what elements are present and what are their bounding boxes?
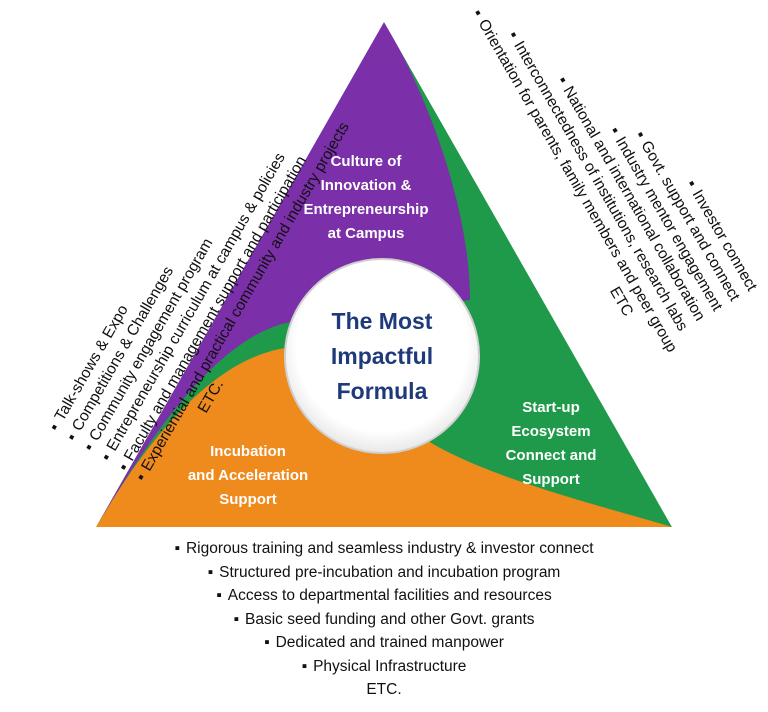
incubation-activities-list: Rigorous training and seamless industry …: [0, 537, 768, 702]
bottom-list-item: Access to departmental facilities and re…: [0, 584, 768, 608]
bottom-list-etc: ETC.: [366, 681, 402, 698]
bottom-list-item: Dedicated and trained manpower: [0, 631, 768, 655]
incubation-label-line-2: and Acceleration: [188, 467, 308, 484]
incubation-label-line-3: Support: [219, 491, 277, 508]
bottom-list-item: Structured pre-incubation and incubation…: [0, 561, 768, 585]
culture-label-line-1: Culture of: [331, 153, 403, 170]
bottom-list-item: Rigorous training and seamless industry …: [0, 537, 768, 561]
ecosystem-label-line-2: Ecosystem: [511, 423, 590, 440]
culture-label-line-4: at Campus: [328, 225, 405, 242]
center-title-line-1: The Most: [332, 308, 433, 334]
incubation-label-line-1: Incubation: [210, 443, 286, 460]
center-title-line-2: Impactful: [331, 343, 433, 369]
culture-segment: [96, 22, 470, 527]
center-circle: [284, 258, 480, 454]
bottom-list-item: Physical Infrastructure: [0, 655, 768, 679]
culture-label-line-2: Innovation &: [321, 177, 412, 194]
culture-label-line-3: Entrepreneurship: [303, 201, 428, 218]
ecosystem-label-line-1: Start-up: [522, 399, 580, 416]
ecosystem-label-line-4: Support: [522, 471, 580, 488]
bottom-list-item: Basic seed funding and other Govt. grant…: [0, 608, 768, 632]
center-title-line-3: Formula: [337, 378, 428, 404]
ecosystem-label-line-3: Connect and: [506, 447, 597, 464]
